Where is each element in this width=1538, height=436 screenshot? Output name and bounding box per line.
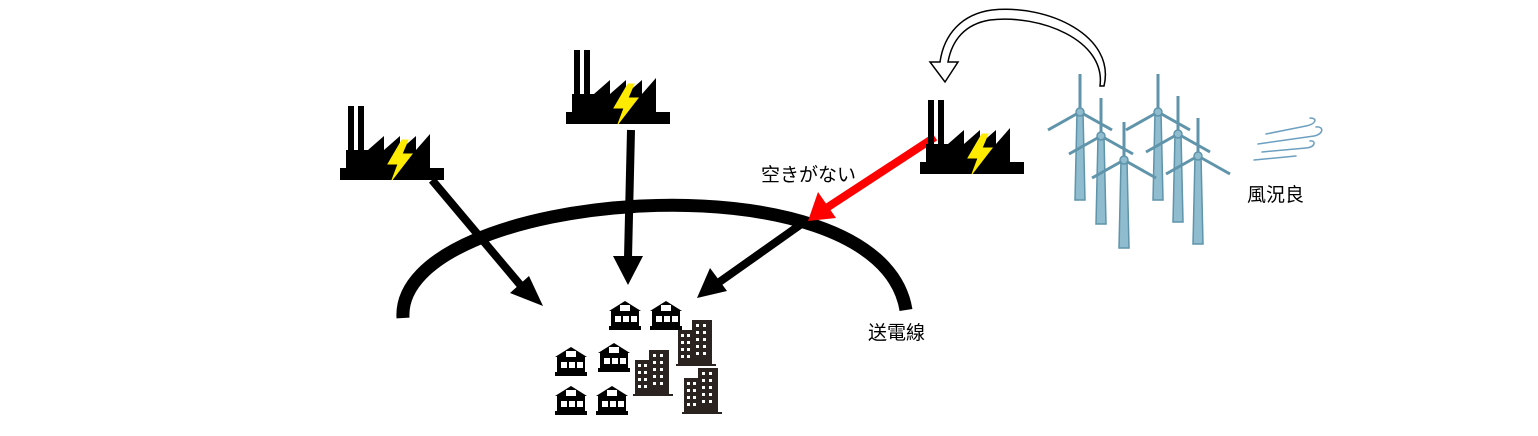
good-wind-label: 風況良 <box>1247 184 1305 206</box>
apartment-building-icon <box>633 350 673 396</box>
factory-icon <box>565 49 671 125</box>
house-icon <box>598 343 630 372</box>
factory-icon <box>919 99 1025 175</box>
house-icon <box>555 386 587 415</box>
supply-arrow-left <box>428 177 543 306</box>
apartment-building-icon <box>682 368 722 414</box>
supply-arrow-right <box>697 221 803 298</box>
house-icon <box>609 301 641 330</box>
blocked-connection-arrow <box>808 133 938 221</box>
transmission-line-label: 送電線 <box>868 322 926 344</box>
house-icon <box>650 301 682 330</box>
house-icon <box>555 347 587 376</box>
curved-relocate-arrow-icon <box>928 8 1107 87</box>
wind-turbine-group <box>1046 72 1232 250</box>
wind-gust-icon <box>1253 117 1323 161</box>
supply-arrow-center <box>613 129 643 285</box>
no-capacity-label: 空きがない <box>761 164 857 186</box>
factory-icon <box>339 105 445 181</box>
house-icon <box>596 386 628 415</box>
transmission-line <box>396 198 913 319</box>
